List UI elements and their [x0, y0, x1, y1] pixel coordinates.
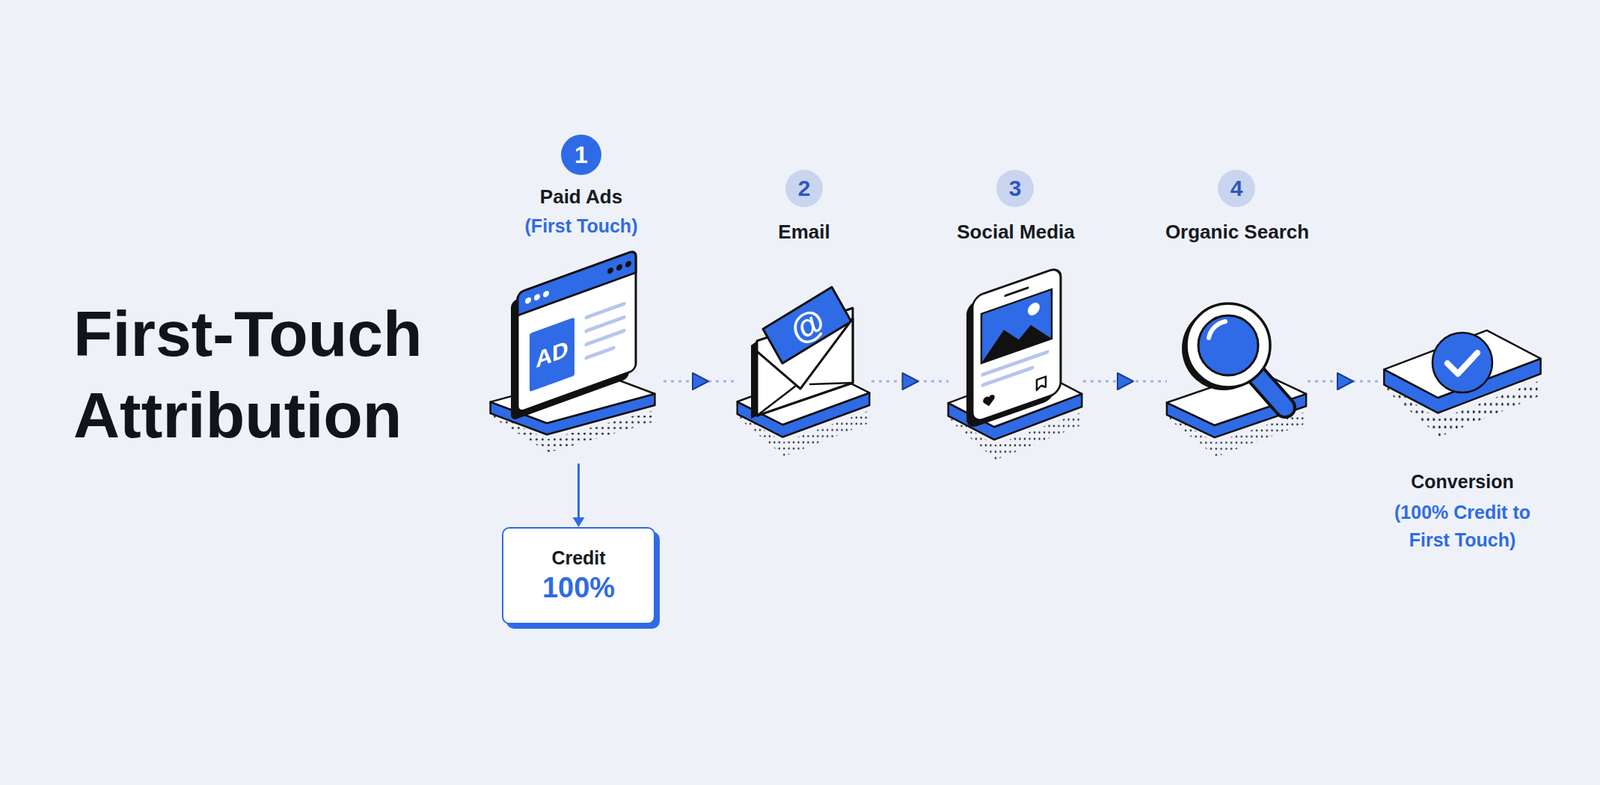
callout-number: 1	[561, 134, 602, 176]
social-illustration	[948, 267, 1083, 461]
search-illustration	[1166, 303, 1307, 458]
channel-step: Social Media	[948, 299, 1084, 464]
email-illustration	[737, 287, 870, 458]
callout-number: 4	[1217, 169, 1256, 208]
node-subtext: (First Touch)	[461, 214, 701, 238]
leader-line	[577, 463, 580, 520]
ad-illustration	[490, 250, 656, 454]
connector	[1083, 373, 1167, 390]
platform	[1383, 330, 1541, 438]
arrow-head	[902, 373, 919, 390]
node-subtext: 100%	[542, 569, 615, 606]
conversion-illustration	[1383, 330, 1541, 438]
channel-step: Paid Ads(First Touch)	[498, 299, 664, 464]
node-heading: Paid Ads	[461, 184, 701, 210]
diagram-title: First-Touch Attribution	[73, 293, 493, 457]
node-heading: Credit	[551, 546, 606, 570]
arrow-head	[1337, 373, 1354, 390]
connector	[1307, 373, 1383, 390]
arrow-head	[692, 373, 709, 390]
connector	[663, 373, 737, 390]
connector	[871, 373, 949, 390]
arrow-head	[1117, 373, 1134, 390]
node-heading: Conversion	[1350, 470, 1575, 494]
arrow-head	[572, 517, 585, 528]
connector	[572, 463, 585, 528]
callout-number: 3	[996, 169, 1034, 208]
browser-window	[510, 250, 636, 422]
conversion-step: Conversion(100% Credit to First Touch)	[1382, 299, 1543, 464]
credit-box: Credit100%	[501, 527, 656, 625]
node-subtext: (100% Credit to First Touch)	[1375, 498, 1550, 555]
phone	[966, 267, 1061, 431]
channel-step: Organic Search	[1166, 299, 1308, 464]
node-heading: Social Media	[896, 219, 1136, 245]
callout-number: 2	[785, 169, 823, 208]
node-heading: Email	[684, 219, 924, 245]
node-heading: Organic Search	[1117, 219, 1357, 245]
